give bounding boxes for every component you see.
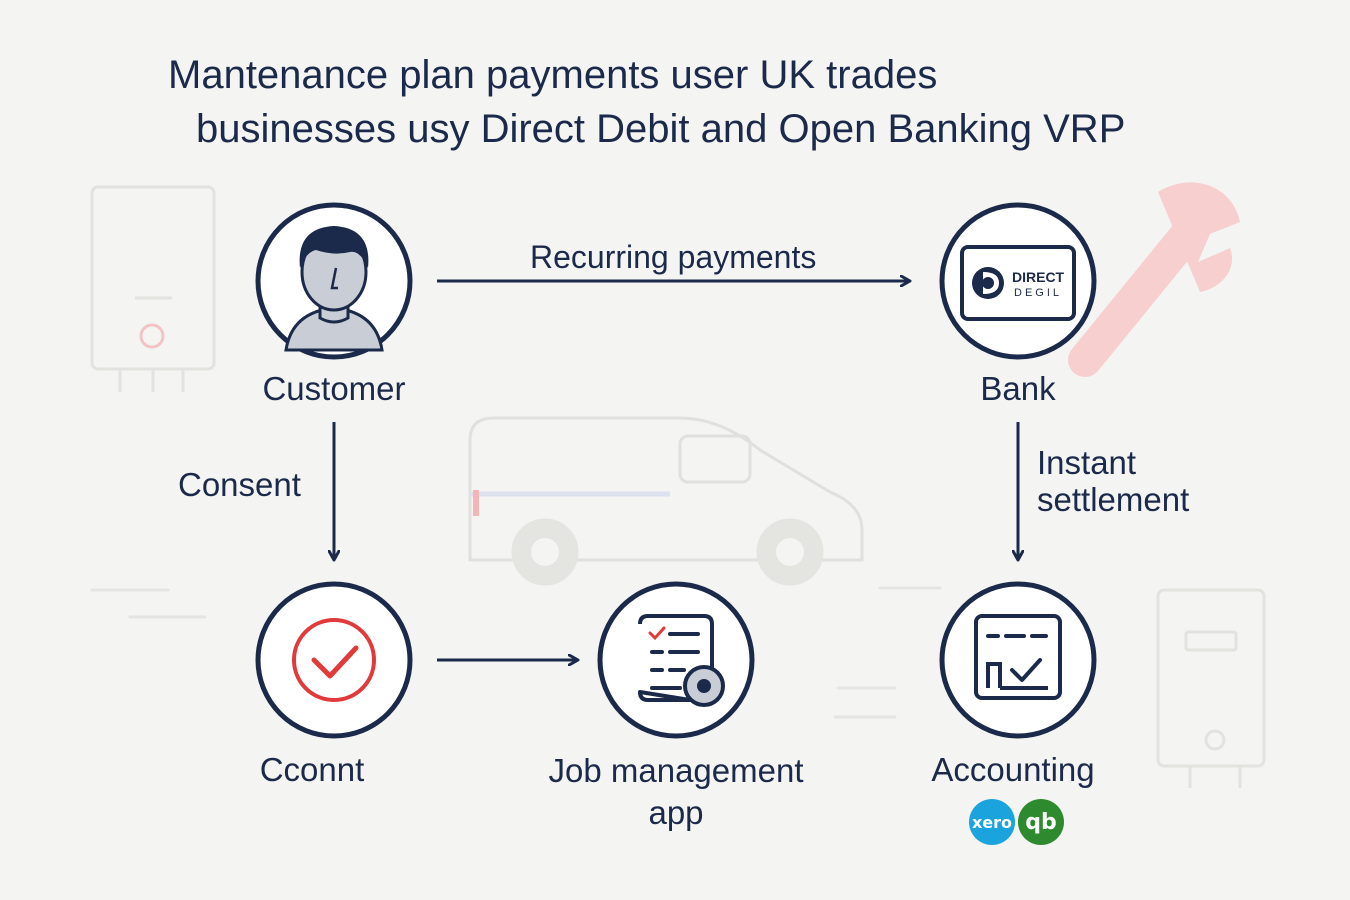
bank-node: DIRECT DEGIL	[939, 202, 1097, 360]
boiler-left-decoration	[90, 185, 216, 392]
direct-debit-logo-text-1: DIRECT	[1012, 269, 1065, 285]
title-line-2: businesses usy Direct Debit and Open Ban…	[196, 107, 1126, 151]
accounting-node	[939, 581, 1097, 739]
instant-settlement-line-1: Instant	[1037, 444, 1137, 481]
checkmark-icon	[292, 618, 376, 702]
speed-lines-decoration	[90, 586, 942, 719]
job-app-label: Job management app	[506, 750, 846, 834]
bank-label: Bank	[980, 370, 1056, 407]
customer-label: Customer	[262, 370, 406, 407]
diagram-title: Mantenance plan payments user UK trades …	[0, 48, 1350, 156]
consent-node	[255, 581, 413, 739]
ledger-icon	[974, 614, 1062, 700]
consent-node-label: Cconnt	[259, 751, 365, 788]
instant-settlement-label: Instant settlement	[1037, 444, 1189, 518]
instant-settlement-line-2: settlement	[1037, 481, 1190, 518]
xero-logo: xero	[969, 799, 1015, 845]
van-decoration	[468, 416, 864, 586]
person-icon	[284, 226, 384, 352]
boiler-right-decoration	[1156, 588, 1266, 788]
job-app-label-line-1: Job management	[548, 752, 804, 789]
consent-edge-label: Consent	[178, 466, 301, 503]
direct-debit-icon: DIRECT DEGIL	[960, 245, 1076, 321]
wrench-decoration	[1068, 182, 1240, 377]
direct-debit-logo-text-2: DEGIL	[1014, 287, 1062, 299]
job-app-node	[597, 581, 755, 739]
checklist-gear-icon	[638, 614, 725, 707]
title-line-1: Mantenance plan payments user UK trades	[168, 53, 938, 97]
quickbooks-logo: qb	[1018, 799, 1064, 845]
job-app-label-line-2: app	[648, 794, 704, 831]
recurring-payments-label: Recurring payments	[530, 239, 817, 275]
accounting-label: Accounting	[931, 751, 1095, 788]
customer-node	[255, 202, 413, 360]
